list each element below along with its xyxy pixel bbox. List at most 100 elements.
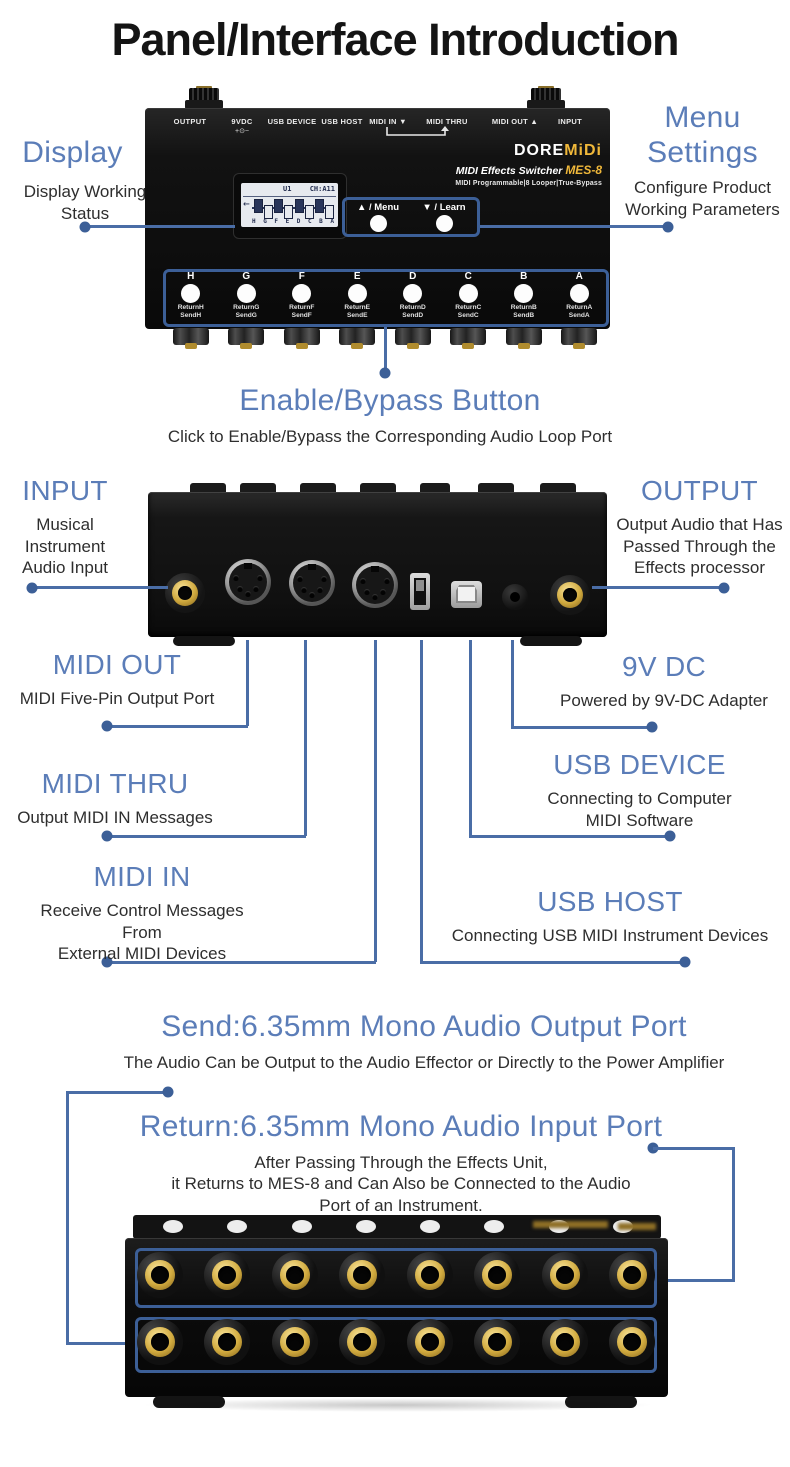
front-panel-topface — [133, 1215, 661, 1239]
learn-button-icon — [435, 215, 453, 232]
jack-nut — [274, 328, 330, 352]
menu-callout-line — [480, 225, 668, 228]
rear-jack-nut — [527, 86, 565, 109]
display-callout: Display — [22, 136, 123, 169]
menu-button-icon — [369, 215, 387, 232]
enable-bypass-callout: Enable/Bypass Button Click to Enable/Byp… — [167, 384, 613, 446]
top-face-button — [355, 1220, 376, 1233]
usb-device-connector — [468, 640, 472, 836]
lcd-block — [294, 199, 304, 213]
midi-out-connector — [245, 640, 249, 726]
jack-nut — [385, 328, 441, 352]
midi-thru-callout: MIDI THRU Output MIDI IN Messages — [17, 768, 213, 828]
lcd-channel-value: CH:A11 — [309, 185, 335, 193]
send-callout-line — [67, 1090, 168, 1094]
menu-callout-dot — [662, 221, 674, 232]
midi-thru-connector — [303, 640, 307, 836]
learn-down-button: ▼ / Learn — [411, 200, 477, 234]
jack-nut — [496, 328, 552, 352]
audio-jack — [271, 1252, 318, 1298]
top-face-button — [420, 1220, 441, 1233]
lcd-block — [304, 205, 314, 219]
return-callout: Return:6.35mm Mono Audio Input Port Afte… — [139, 1110, 663, 1215]
loop-button-icon — [403, 284, 423, 303]
lcd-preset-value: U1 — [283, 185, 292, 193]
port-label-output: OUTPUT — [173, 117, 207, 126]
dc-power-port — [502, 584, 528, 610]
loop-button-icon — [514, 284, 534, 303]
top-face-button — [291, 1220, 312, 1233]
loop-button-icon — [236, 284, 256, 303]
dc-polarity-icon: +⊙− — [234, 128, 250, 135]
loop-buttons-highlight-box — [163, 269, 609, 327]
front-panel-body — [125, 1238, 668, 1397]
dc-connector — [510, 640, 514, 727]
lcd-loop-blocks — [254, 199, 334, 219]
audio-jack — [339, 1319, 386, 1365]
rear-panel-body — [148, 492, 607, 637]
output-jack — [550, 575, 590, 615]
input-callout-line — [32, 586, 168, 589]
midi-in-port — [352, 562, 398, 608]
loop-button-icon — [458, 284, 478, 303]
display-callout-dot — [79, 221, 91, 232]
lcd-arrow-icon: ← — [243, 197, 250, 210]
output-callout-line — [592, 586, 724, 589]
lcd-block — [274, 199, 284, 213]
audio-jack — [474, 1319, 521, 1365]
front-jack-nuts-row — [163, 328, 607, 352]
audio-jack — [204, 1252, 251, 1298]
midi-out-callout: MIDI OUT MIDI Five-Pin Output Port — [19, 649, 215, 709]
return-jacks-row — [137, 1252, 655, 1298]
port-label-usb-host: USB HOST — [321, 117, 363, 126]
audio-jack — [137, 1319, 183, 1365]
menu-up-button: ▲ / Menu — [345, 200, 411, 234]
jack-nut — [441, 328, 497, 352]
usb-host-connector — [419, 640, 423, 962]
midi-in-to-thru-arrow-icon — [386, 126, 449, 136]
brand-block: DOREMiDi MIDI Effects Switcher MES-8 MID… — [455, 143, 602, 187]
lcd-block — [254, 199, 263, 213]
output-callout-dot — [718, 582, 730, 593]
enable-callout-line — [383, 327, 387, 371]
enable-callout-dot — [379, 367, 391, 379]
lcd-block — [324, 205, 334, 219]
send-jacks-row — [137, 1319, 655, 1365]
lcd-block — [264, 205, 274, 219]
lcd-block — [314, 199, 324, 213]
port-label-midi-out: MIDI OUT ▲ — [491, 117, 539, 126]
audio-jack — [474, 1252, 521, 1298]
rear-jack-nut — [185, 86, 223, 109]
jack-nut — [330, 328, 386, 352]
audio-jack — [541, 1252, 588, 1298]
input-jack — [165, 573, 205, 613]
loop-button-icon — [292, 284, 312, 303]
midi-in-connector — [373, 640, 377, 962]
audio-jack — [339, 1252, 386, 1298]
product-name: MIDI Effects Switcher MES-8 — [455, 163, 602, 177]
top-face-button — [484, 1220, 505, 1233]
port-label-input: INPUT — [558, 117, 582, 126]
loop-button-icon — [569, 284, 589, 303]
port-label-usb-device: USB DEVICE — [267, 117, 317, 126]
menu-buttons-highlight-box: ▲ / Menu ▼ / Learn — [342, 197, 480, 237]
audio-jack — [541, 1319, 588, 1365]
midi-thru-port — [289, 560, 335, 606]
jack-nut — [163, 328, 219, 352]
send-row-highlight-box — [135, 1317, 657, 1373]
port-label-9vdc: 9VDC — [231, 117, 253, 126]
jack-nut — [552, 328, 608, 352]
dc9v-callout: 9V DC Powered by 9V-DC Adapter — [560, 651, 768, 711]
